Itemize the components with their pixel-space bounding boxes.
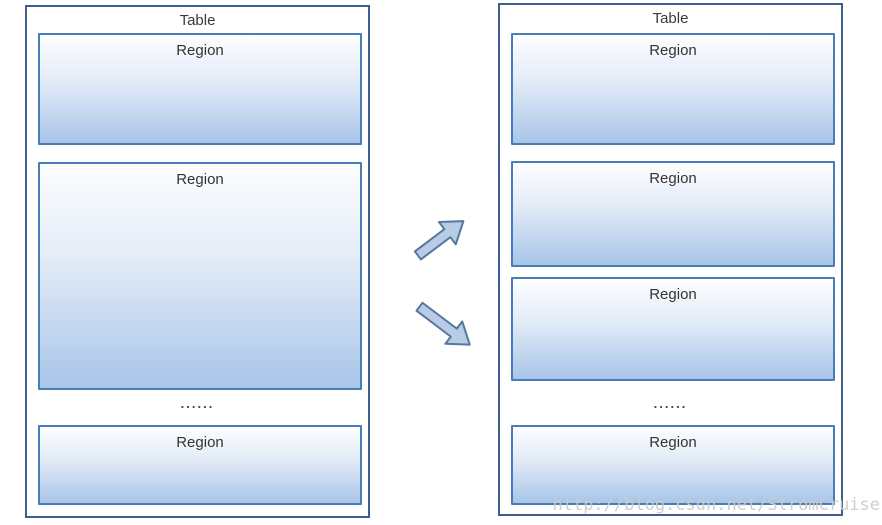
region-label: Region	[176, 434, 224, 451]
region-box: Region	[511, 161, 835, 267]
more-regions-ellipsis: ......	[180, 396, 215, 411]
region-label: Region	[649, 286, 697, 303]
region-label: Region	[649, 170, 697, 187]
region-label: Region	[176, 171, 224, 188]
region-box: Region	[38, 162, 362, 390]
region-box: Region	[511, 425, 835, 505]
region-label: Region	[176, 42, 224, 59]
split-arrow-up-icon	[413, 220, 465, 261]
table-before-split: Table Region Region ...... Region	[25, 5, 370, 518]
region-label: Region	[649, 434, 697, 451]
table-title: Table	[652, 10, 689, 27]
watermark-text: http://blog.csdn.net/StromCruise	[552, 495, 880, 515]
region-box: Region	[38, 425, 362, 505]
table-title: Table	[179, 12, 216, 29]
more-regions-ellipsis: ......	[653, 396, 688, 411]
region-box: Region	[38, 33, 362, 145]
region-box: Region	[511, 277, 835, 381]
table-after-split: Table Region Region Region ...... Region	[498, 3, 843, 516]
region-label: Region	[649, 42, 697, 59]
region-box: Region	[511, 33, 835, 145]
split-arrow-down-icon	[415, 301, 471, 346]
